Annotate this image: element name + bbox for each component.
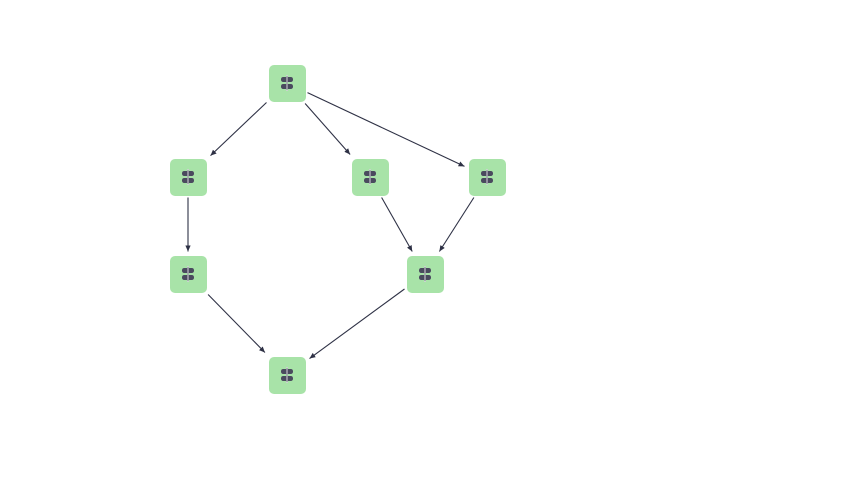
dag-node-1[interactable]: [268, 64, 306, 102]
dag-node-5[interactable]: [169, 255, 207, 293]
pipeline-step-icon: [281, 367, 293, 383]
dag-node-4[interactable]: [468, 158, 506, 196]
dag-node-3[interactable]: [351, 158, 389, 196]
edge-n1-n3: [304, 103, 351, 155]
edge-n6-n7: [309, 288, 405, 359]
edge-n4-n6: [438, 197, 475, 252]
edge-n1-n4: [307, 92, 465, 167]
pipeline-step-icon: [281, 75, 293, 91]
pipeline-step-icon: [364, 169, 376, 185]
dag-node-7[interactable]: [268, 356, 306, 394]
pipeline-step-icon: [182, 169, 194, 185]
dag-node-6[interactable]: [406, 255, 444, 293]
pipeline-step-icon: [419, 266, 431, 282]
pipeline-step-icon: [481, 169, 493, 185]
edge-n5-n7: [207, 294, 266, 353]
dag-node-2[interactable]: [169, 158, 207, 196]
pipeline-step-icon: [182, 266, 194, 282]
edge-n1-n2: [210, 102, 267, 157]
edge-n3-n6: [381, 197, 413, 252]
